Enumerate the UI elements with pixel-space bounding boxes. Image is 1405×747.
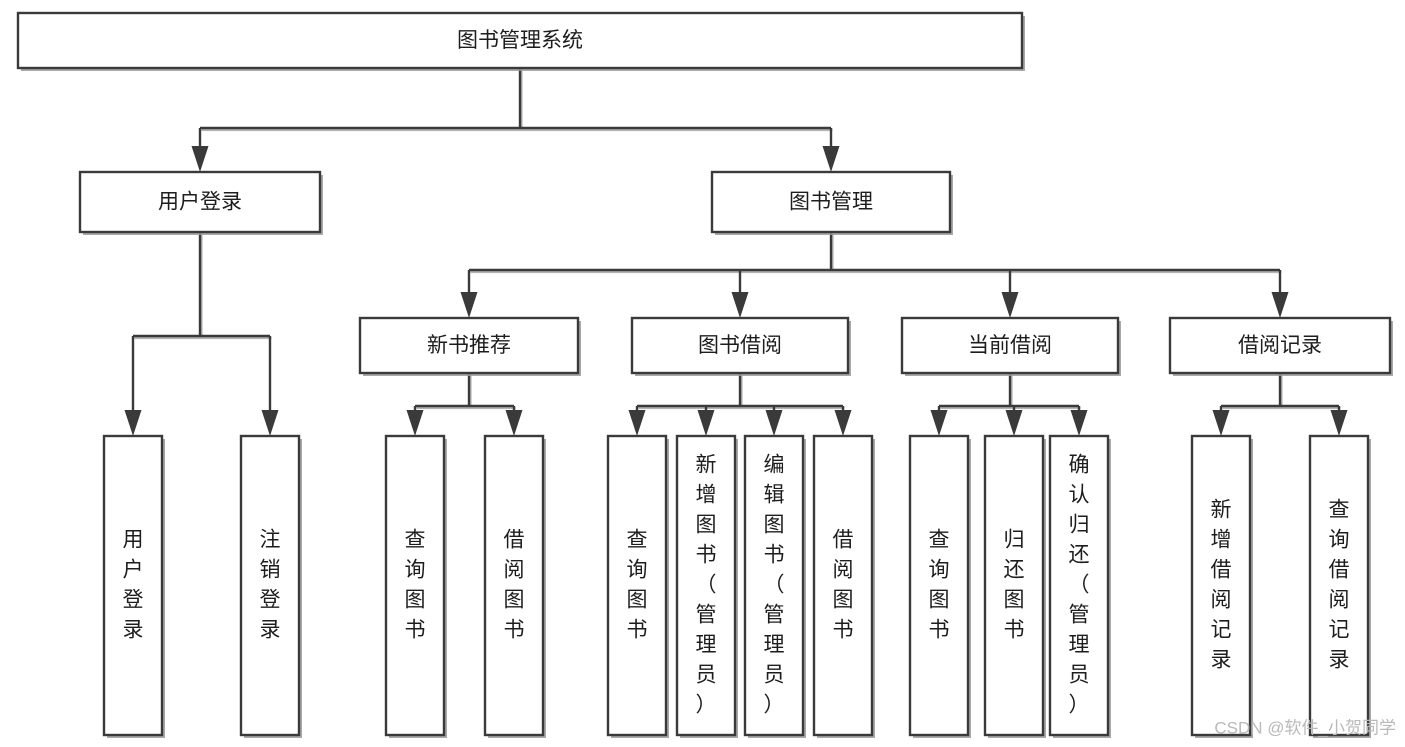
node-current-borrow[interactable]: 当前借阅 — [900, 316, 1121, 376]
connector-book-manage — [460, 232, 1289, 318]
node-rect[interactable] — [358, 316, 580, 375]
node-leaf-query-record[interactable]: 查询借阅记录 — [1308, 434, 1371, 738]
arrow-head-icon — [191, 146, 209, 172]
node-rect[interactable] — [710, 170, 952, 234]
connector-layer — [124, 68, 1348, 436]
node-leaf-confirm-return[interactable]: 确认归还（管理员） — [1048, 434, 1111, 738]
node-rect[interactable] — [812, 434, 874, 737]
arrow-head-icon — [834, 410, 852, 436]
connector-user-login — [124, 232, 279, 436]
connector-root — [191, 68, 840, 172]
node-label: 查询借阅记录 — [1329, 498, 1350, 671]
node-label: 查询图书 — [929, 528, 950, 641]
node-layer: 图书管理系统用户登录图书管理新书推荐图书借阅当前借阅借阅记录用户登录注销登录查询… — [16, 11, 1393, 738]
node-label: 查询图书 — [627, 528, 648, 641]
node-leaf-query-book-2[interactable]: 查询图书 — [606, 434, 669, 738]
node-leaf-add-record[interactable]: 新增借阅记录 — [1190, 434, 1253, 738]
arrow-head-icon — [406, 410, 424, 436]
node-rect[interactable] — [908, 434, 970, 737]
node-label: 归还图书 — [1004, 528, 1025, 641]
node-user-login[interactable]: 用户登录 — [78, 170, 323, 235]
connector-book-borrow — [628, 373, 852, 436]
arrow-head-icon — [1005, 410, 1023, 436]
node-rect[interactable] — [16, 11, 1024, 70]
node-rect[interactable] — [483, 434, 545, 737]
arrow-head-icon — [1330, 410, 1348, 436]
node-label: 借阅记录 — [1238, 334, 1322, 357]
node-rect[interactable] — [983, 434, 1045, 737]
node-rect[interactable] — [606, 434, 668, 737]
arrow-head-icon — [628, 410, 646, 436]
node-label: 图书借阅 — [698, 334, 782, 357]
node-label: 查询图书 — [405, 528, 426, 641]
node-leaf-return-book[interactable]: 归还图书 — [983, 434, 1046, 738]
node-leaf-borrow-book-2[interactable]: 借阅图书 — [812, 434, 875, 738]
connector-new-book-recommend — [406, 373, 523, 436]
node-rect[interactable] — [675, 434, 737, 737]
node-rect[interactable] — [1168, 316, 1392, 375]
node-rect[interactable] — [102, 434, 164, 737]
node-book-manage[interactable]: 图书管理 — [710, 170, 953, 235]
node-leaf-query-book-3[interactable]: 查询图书 — [908, 434, 971, 738]
node-book-borrow[interactable]: 图书借阅 — [630, 316, 851, 376]
node-rect[interactable] — [1048, 434, 1110, 737]
arrow-head-icon — [505, 410, 523, 436]
node-rect[interactable] — [900, 316, 1120, 375]
connector-borrow-record — [1212, 373, 1348, 436]
node-rect[interactable] — [743, 434, 805, 737]
node-leaf-add-book[interactable]: 新增图书（管理员） — [675, 434, 738, 738]
arrow-head-icon — [460, 292, 478, 318]
node-label: 用户登录 — [123, 528, 144, 641]
node-label: 编辑图书（管理员） — [764, 453, 785, 716]
arrow-head-icon — [822, 146, 840, 172]
node-leaf-user-logout[interactable]: 注销登录 — [239, 434, 302, 738]
node-leaf-edit-book[interactable]: 编辑图书（管理员） — [743, 434, 806, 738]
arrow-head-icon — [124, 410, 142, 436]
arrow-head-icon — [261, 410, 279, 436]
arrow-head-icon — [765, 410, 783, 436]
node-label: 确认归还（管理员） — [1069, 453, 1090, 716]
node-label: 借阅图书 — [833, 528, 854, 641]
arrow-head-icon — [1070, 410, 1088, 436]
connector-current-borrow — [930, 373, 1088, 436]
arrow-head-icon — [697, 410, 715, 436]
node-label: 当前借阅 — [968, 334, 1052, 357]
node-label: 注销登录 — [260, 528, 281, 641]
node-borrow-record[interactable]: 借阅记录 — [1168, 316, 1393, 376]
node-new-book-recommend[interactable]: 新书推荐 — [358, 316, 581, 376]
node-rect[interactable] — [1190, 434, 1252, 737]
arrow-head-icon — [731, 292, 749, 318]
node-leaf-query-book-1[interactable]: 查询图书 — [384, 434, 447, 738]
node-rect[interactable] — [78, 170, 322, 234]
node-label: 新增图书（管理员） — [696, 453, 717, 716]
node-label: 用户登录 — [158, 191, 242, 214]
node-rect[interactable] — [630, 316, 850, 375]
node-label: 新增借阅记录 — [1211, 498, 1232, 671]
arrow-head-icon — [1212, 410, 1230, 436]
node-label: 借阅图书 — [504, 528, 525, 641]
watermark-label: CSDN @软件_小贺同学 — [1214, 718, 1396, 737]
node-label: 图书管理 — [789, 191, 873, 214]
node-rect[interactable] — [1308, 434, 1370, 737]
node-rect[interactable] — [239, 434, 301, 737]
node-leaf-user-login[interactable]: 用户登录 — [102, 434, 165, 738]
node-rect[interactable] — [384, 434, 446, 737]
node-leaf-borrow-book-1[interactable]: 借阅图书 — [483, 434, 546, 738]
arrow-head-icon — [1001, 292, 1019, 318]
node-label: 图书管理系统 — [457, 29, 583, 52]
arrow-head-icon — [930, 410, 948, 436]
node-root[interactable]: 图书管理系统 — [16, 11, 1025, 71]
arrow-head-icon — [1271, 292, 1289, 318]
node-label: 新书推荐 — [427, 334, 511, 357]
